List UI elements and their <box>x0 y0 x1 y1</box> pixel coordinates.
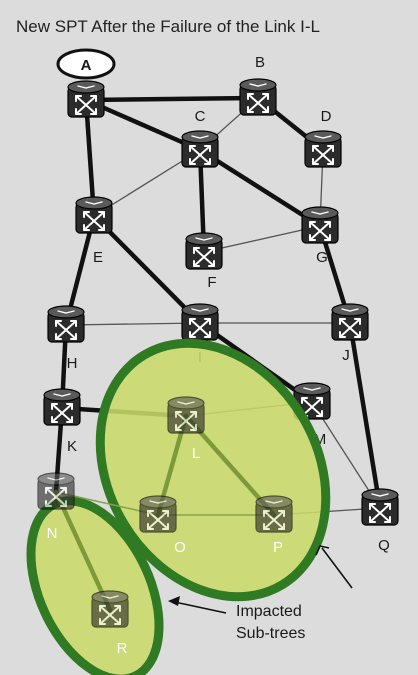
router-e <box>75 196 113 234</box>
router-r <box>91 590 129 628</box>
link-n-r <box>53 489 113 613</box>
router-top <box>304 130 342 144</box>
router-f <box>185 232 223 270</box>
link-e-i <box>91 213 203 326</box>
router-top <box>91 590 129 604</box>
router-h <box>47 305 85 343</box>
router-arrows-icon <box>193 237 215 267</box>
annotation-arrowhead-small <box>168 596 180 606</box>
router-arrows-icon <box>263 500 285 530</box>
router-j <box>331 303 369 341</box>
routers-inside: N L O P R <box>37 396 293 657</box>
router-arrows-icon <box>45 477 67 507</box>
router-label-d: D <box>321 108 332 125</box>
router-o <box>139 495 177 533</box>
router-p <box>255 495 293 533</box>
router-label-j: J <box>342 347 350 364</box>
router-l <box>167 396 205 434</box>
router-arrows-icon <box>99 595 121 625</box>
router-label-f: F <box>207 274 216 291</box>
diagram-title: New SPT After the Failure of the Link I-… <box>16 17 320 36</box>
router-arrows-icon <box>147 500 169 530</box>
router-arrows-icon <box>369 493 391 523</box>
router-label-o: O <box>174 539 186 556</box>
router-top <box>67 80 105 94</box>
router-top <box>139 495 177 509</box>
root-label-bubble <box>56 48 116 80</box>
root-label-text: A <box>81 57 92 74</box>
router-label-b: B <box>255 54 265 71</box>
router-arrows-icon <box>309 211 331 241</box>
link-j-q <box>347 320 383 511</box>
router-top <box>47 305 85 319</box>
router-q <box>361 488 399 526</box>
router-top <box>331 303 369 317</box>
router-arrows-icon <box>51 393 73 423</box>
router-label-k: K <box>67 438 77 455</box>
annotation-line-1: Impacted <box>236 603 302 620</box>
router-a <box>67 80 105 118</box>
router-top <box>255 495 293 509</box>
router-top <box>293 382 331 396</box>
router-label-c: C <box>195 108 206 125</box>
router-top <box>301 206 339 220</box>
router-top <box>361 488 399 502</box>
router-arrows-icon <box>339 308 361 338</box>
root-label-a: A <box>56 48 116 80</box>
router-top <box>185 232 223 246</box>
link-c-g <box>197 147 323 229</box>
router-arrows-icon <box>189 135 211 165</box>
link-a-c <box>83 97 203 153</box>
router-label-n: N <box>47 525 58 542</box>
router-arrows-icon <box>75 85 97 115</box>
router-g <box>301 206 339 244</box>
router-b <box>239 78 277 116</box>
router-label-e: E <box>93 249 103 266</box>
router-k <box>43 388 81 426</box>
router-n <box>37 472 75 510</box>
annotation-arrowhead-main <box>315 545 330 556</box>
router-d <box>304 130 342 168</box>
router-arrows-icon <box>83 201 105 231</box>
router-label-q: Q <box>378 537 390 554</box>
router-label-g: G <box>316 249 328 266</box>
router-arrows-icon <box>312 135 334 165</box>
link-f-g <box>203 225 321 253</box>
router-top <box>181 130 219 144</box>
routers-outside: BCDEFGHIJKMQ <box>43 54 399 554</box>
impacted-subtree-main <box>95 338 331 602</box>
router-top <box>43 388 81 402</box>
router-top <box>181 303 219 317</box>
router-label-r: R <box>117 640 128 657</box>
router-label-l: L <box>192 445 200 462</box>
annotation-arrow-small <box>169 600 227 614</box>
router-i <box>181 303 219 341</box>
router-label-h: H <box>67 355 78 372</box>
router-top <box>37 472 75 486</box>
annotation-arrow-main <box>321 547 353 589</box>
impacted-annotation: Impacted Sub-trees <box>168 545 353 642</box>
router-arrows-icon <box>189 308 211 338</box>
router-top <box>239 78 277 92</box>
router-top <box>75 196 113 210</box>
router-top <box>167 396 205 410</box>
router-arrows-icon <box>247 83 269 113</box>
router-arrows-icon <box>55 310 77 340</box>
router-label-p: P <box>273 539 283 556</box>
router-c <box>181 130 219 168</box>
link-a-b <box>83 95 261 103</box>
router-arrows-icon <box>175 401 197 431</box>
link-h-i <box>65 322 201 326</box>
annotation-line-2: Sub-trees <box>236 625 305 642</box>
